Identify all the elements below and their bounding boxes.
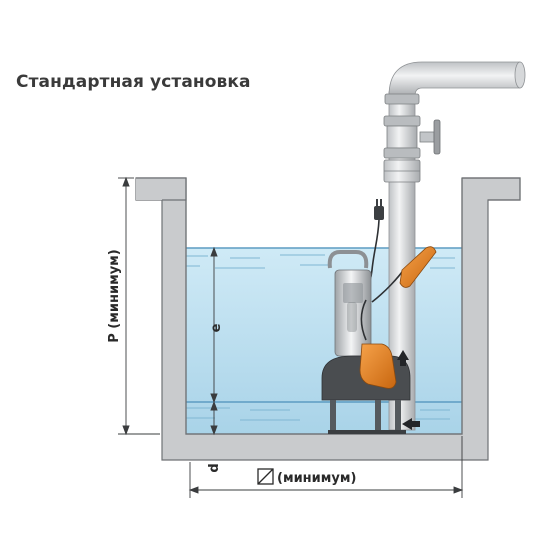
dimension-e xyxy=(210,246,218,404)
label-width-minimum: (минимум) xyxy=(277,471,356,486)
pipe-elbow xyxy=(388,61,521,97)
dimension-p xyxy=(118,176,160,436)
page-title: Стандартная установка xyxy=(16,72,251,92)
dimension-width xyxy=(188,436,464,498)
float-switch-icon xyxy=(399,246,437,288)
dimension-d xyxy=(210,400,218,436)
label-p-minimum: P (минимум) xyxy=(107,249,122,343)
valve-icon xyxy=(383,115,441,159)
float-switch-lower-icon xyxy=(359,343,397,389)
plug-icon xyxy=(374,199,384,220)
float-cable-lower xyxy=(360,299,367,341)
label-d: d xyxy=(207,463,222,472)
water-lines xyxy=(168,254,455,421)
tank-wall-left-top xyxy=(136,178,186,200)
label-e: e xyxy=(209,323,224,332)
flow-arrow-icon xyxy=(397,350,420,430)
square-slash-icon xyxy=(257,468,274,485)
